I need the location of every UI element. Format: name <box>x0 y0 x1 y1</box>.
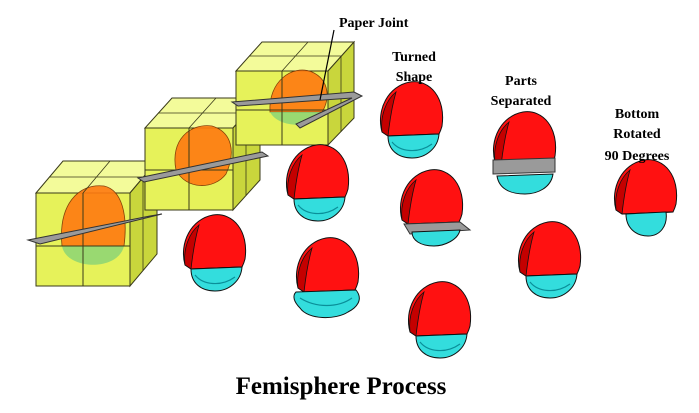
turned-piece-4 <box>399 169 472 247</box>
bottom-rotated-label-line-1: Bottom <box>615 107 660 122</box>
separated-parts-piece <box>492 111 557 195</box>
turned-piece-2 <box>285 144 350 222</box>
paper-joint-sheet-1 <box>26 213 163 245</box>
paper-joint-sheet-2 <box>136 151 270 183</box>
paper-joint-label: Paper Joint <box>339 16 409 31</box>
mold-block-3 <box>230 40 364 147</box>
bottom-rotated-piece <box>613 159 678 237</box>
turned-shape-label-line-2: Shape <box>396 70 433 85</box>
paper-joint-sheet-3 <box>230 91 364 129</box>
turned-shape-piece <box>379 81 444 159</box>
mold-block-1 <box>26 159 163 288</box>
turned-piece-1 <box>182 214 247 292</box>
turned-piece-5 <box>407 281 472 359</box>
bottom-rotated-label-line-3: 90 Degrees <box>605 149 670 164</box>
paper-joint-leader <box>319 29 335 101</box>
parts-separated-label-line-2: Separated <box>491 94 552 109</box>
diagram-title: Femisphere Process <box>236 373 447 400</box>
bottom-rotated-label-line-2: Rotated <box>613 127 661 142</box>
separated-piece-2 <box>517 221 582 299</box>
turned-shape-label-line-1: Turned <box>392 50 436 65</box>
turned-piece-3 <box>293 237 360 318</box>
parts-separated-label-line-1: Parts <box>505 74 537 89</box>
